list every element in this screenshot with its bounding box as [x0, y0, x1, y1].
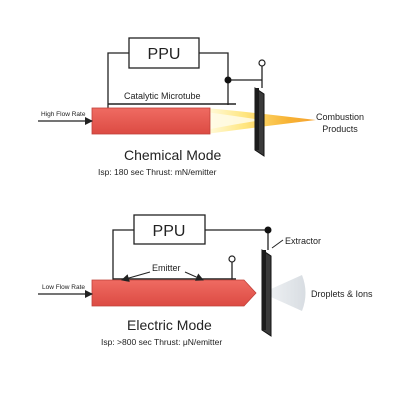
emitter-terminal-icon [228, 255, 236, 263]
flame-core [206, 112, 262, 130]
extractor-label: Extractor [285, 236, 321, 246]
electric-junction-node [264, 226, 272, 234]
electric-mode-specs: Isp: >800 sec Thrust: μN/emitter [101, 337, 222, 347]
chemical-mode-panel: PPU High Flow Rate Catalytic Microtube C… [38, 37, 364, 177]
emitter-label: Emitter [152, 263, 181, 273]
electric-mode-title: Electric Mode [127, 317, 212, 333]
chemical-microtube [91, 107, 211, 135]
chemical-ppu-label: PPU [148, 46, 181, 63]
chemical-terminal-icon [258, 59, 266, 67]
droplets-ions-plume [262, 275, 306, 311]
chemical-inlet-label: High Flow Rate [41, 111, 86, 118]
electric-extractor-plate-face [262, 250, 266, 330]
droplets-ions-label: Droplets & Ions [311, 289, 373, 299]
combustion-products-label-1: Combustion [316, 112, 364, 122]
extractor-pointer-line [271, 239, 284, 249]
electric-mode-panel: PPU Low Flow Rate Emitter Extractor Drop… [38, 214, 373, 347]
emitter-pointer-right [184, 271, 204, 281]
chemical-wiring [107, 52, 263, 110]
chemical-mode-title: Chemical Mode [124, 147, 221, 163]
chemical-extractor-plate-face [255, 88, 259, 150]
emitter-body [91, 279, 257, 307]
emitter-pointer-left [121, 271, 151, 282]
chemical-mode-specs: Isp: 180 sec Thrust: mN/emitter [98, 167, 217, 177]
catalytic-microtube-label: Catalytic Microtube [124, 91, 201, 101]
electric-inlet-label: Low Flow Rate [42, 284, 85, 291]
combustion-products-label-2: Products [322, 124, 358, 134]
chemical-junction-node [224, 76, 232, 84]
electric-ppu-label: PPU [153, 223, 186, 240]
